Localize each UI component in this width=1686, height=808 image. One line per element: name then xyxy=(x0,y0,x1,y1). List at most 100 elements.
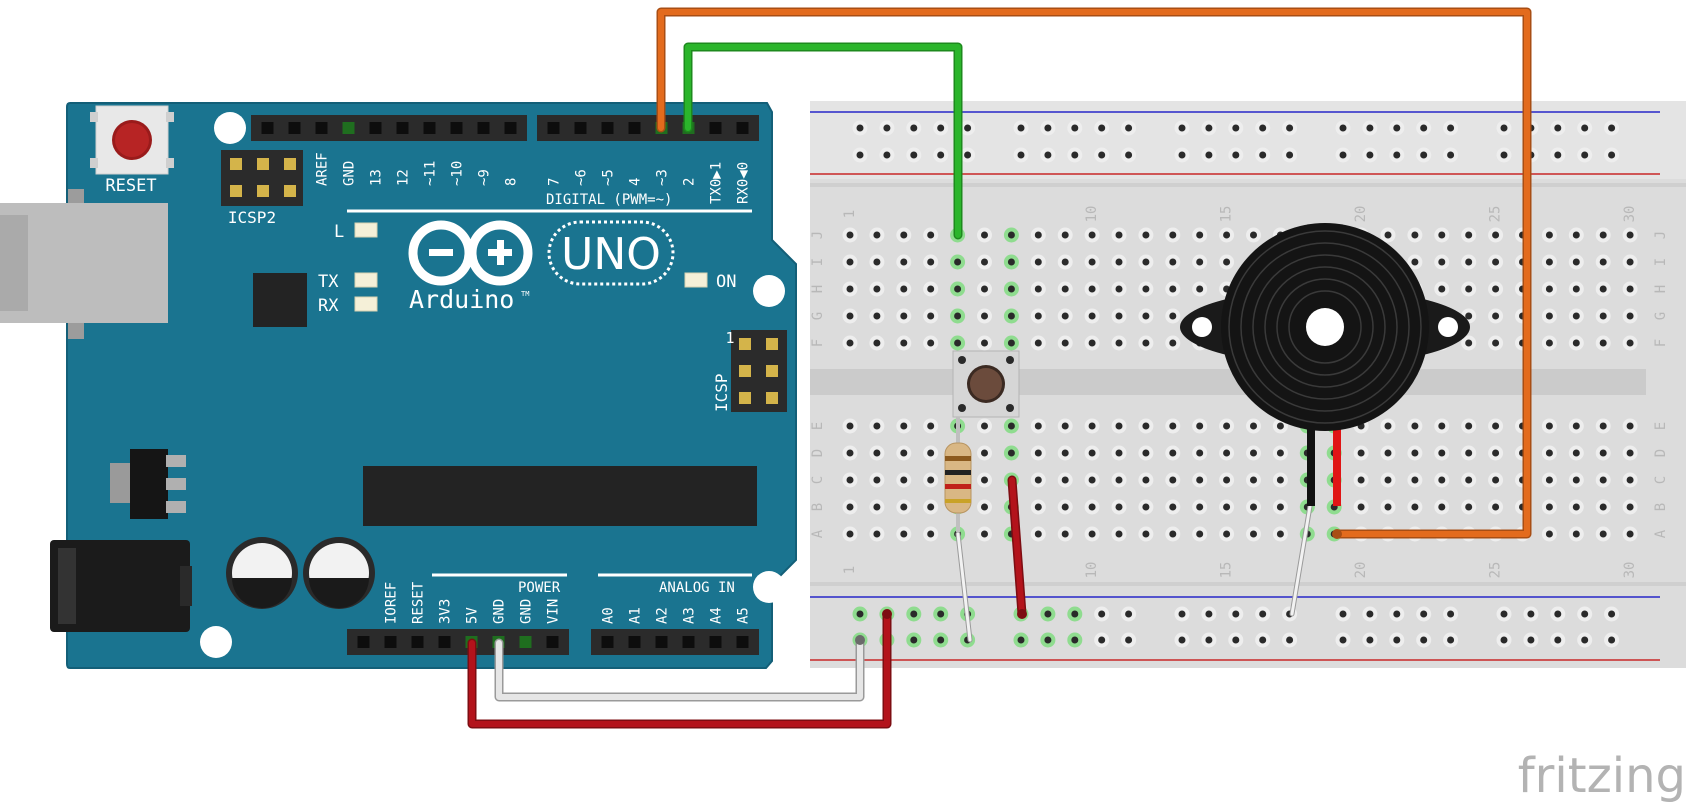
column-number: 10 xyxy=(1084,206,1100,223)
breadboard-hole xyxy=(1622,308,1638,324)
breadboard-hole xyxy=(1595,254,1611,270)
rail-hole xyxy=(1389,147,1405,163)
breadboard-hole xyxy=(1111,445,1127,461)
breadboard-hole xyxy=(977,254,992,270)
breadboard-hole xyxy=(1165,526,1181,542)
rail-hole xyxy=(1335,120,1351,136)
rail-hole xyxy=(1282,632,1298,648)
rail-hole xyxy=(1040,120,1056,136)
rail-hole xyxy=(1362,147,1378,163)
breadboard-hole xyxy=(1111,499,1127,515)
header-pin xyxy=(423,122,436,134)
breadboard-hole xyxy=(1192,418,1208,434)
breadboard-hole xyxy=(896,472,912,488)
column-number: 20 xyxy=(1353,562,1369,579)
breadboard-hole xyxy=(1165,499,1181,515)
pin-label: 8 xyxy=(504,178,520,186)
pin-label: A5 xyxy=(736,607,752,624)
microcontroller-chip xyxy=(363,466,757,526)
rail-hole xyxy=(933,606,949,622)
rail-hole xyxy=(906,120,922,136)
breadboard-hole xyxy=(869,335,885,351)
rail-hole xyxy=(852,120,868,136)
breadboard-hole xyxy=(1192,445,1208,461)
breadboard-hole xyxy=(1541,335,1557,351)
rail-hole xyxy=(1067,606,1083,622)
breadboard-hole xyxy=(1568,445,1584,461)
column-number: 30 xyxy=(1622,206,1638,223)
breadboard-hole xyxy=(1488,418,1504,434)
breadboard-hole xyxy=(896,499,912,515)
header-pin xyxy=(342,122,355,134)
push-button[interactable] xyxy=(952,350,1020,418)
row-letter: A xyxy=(1653,529,1669,538)
breadboard-hole xyxy=(1057,445,1073,461)
breadboard-hole xyxy=(1488,499,1504,515)
pin-label: 13 xyxy=(369,169,385,186)
rail-hole xyxy=(1121,120,1137,136)
breadboard-hole xyxy=(1434,499,1450,515)
breadboard-hole xyxy=(1622,499,1638,515)
breadboard-hole xyxy=(1003,335,1019,351)
row-letter: J xyxy=(810,231,826,239)
breadboard-hole xyxy=(977,418,992,434)
header-pin xyxy=(288,122,301,134)
rail-hole xyxy=(906,147,922,163)
header-pin xyxy=(369,122,382,134)
row-letter: J xyxy=(1653,231,1669,239)
breadboard-hole xyxy=(1219,418,1235,434)
breadboard-hole xyxy=(896,526,912,542)
rail-hole xyxy=(1416,606,1432,622)
breadboard-hole xyxy=(1084,254,1100,270)
breadboard-hole xyxy=(896,281,912,297)
breadboard-hole xyxy=(977,445,992,461)
header-pin xyxy=(739,392,751,404)
capacitor xyxy=(303,537,375,609)
breadboard-hole xyxy=(1541,526,1557,542)
breadboard-hole xyxy=(1138,281,1154,297)
breadboard-hole xyxy=(1003,254,1019,270)
column-number: 25 xyxy=(1488,206,1504,223)
breadboard-hole xyxy=(1165,281,1181,297)
header-pin xyxy=(284,185,296,197)
breadboard-hole xyxy=(1057,335,1073,351)
rail-hole xyxy=(960,147,976,163)
breadboard-hole xyxy=(1541,499,1557,515)
rail-hole xyxy=(1094,147,1110,163)
breadboard-hole xyxy=(1595,308,1611,324)
rail-hole xyxy=(1201,147,1217,163)
breadboard-hole xyxy=(1380,499,1396,515)
breadboard-hole xyxy=(1084,526,1100,542)
breadboard-hole xyxy=(1380,472,1396,488)
breadboard-hole xyxy=(1541,308,1557,324)
breadboard-hole xyxy=(1030,335,1046,351)
row-letter: G xyxy=(1653,312,1669,320)
breadboard-hole xyxy=(1084,472,1100,488)
rail-hole xyxy=(879,147,895,163)
rail-hole xyxy=(1523,606,1539,622)
row-letter: B xyxy=(810,503,826,511)
rail-hole xyxy=(1121,632,1137,648)
wire-white-gnd xyxy=(496,637,863,700)
column-number: 10 xyxy=(1084,562,1100,579)
row-letter: B xyxy=(1653,503,1669,511)
breadboard-hole xyxy=(1461,335,1477,351)
header-body xyxy=(537,115,759,141)
row-letter: E xyxy=(810,422,826,430)
rail-hole xyxy=(1416,120,1432,136)
breadboard-hole xyxy=(1622,445,1638,461)
breadboard-hole xyxy=(1461,499,1477,515)
breadboard-hole xyxy=(1595,472,1611,488)
header-pin xyxy=(315,122,328,134)
breadboard-hole xyxy=(1461,418,1477,434)
reset-button[interactable] xyxy=(90,105,174,175)
breadboard-hole xyxy=(842,227,858,243)
breadboard-hole xyxy=(1434,472,1450,488)
rail-hole xyxy=(1282,147,1298,163)
breadboard-hole xyxy=(1622,227,1638,243)
pin-label: 7 xyxy=(547,178,563,186)
rail-hole xyxy=(1389,120,1405,136)
breadboard-hole xyxy=(1138,499,1154,515)
header-pin xyxy=(477,122,490,134)
